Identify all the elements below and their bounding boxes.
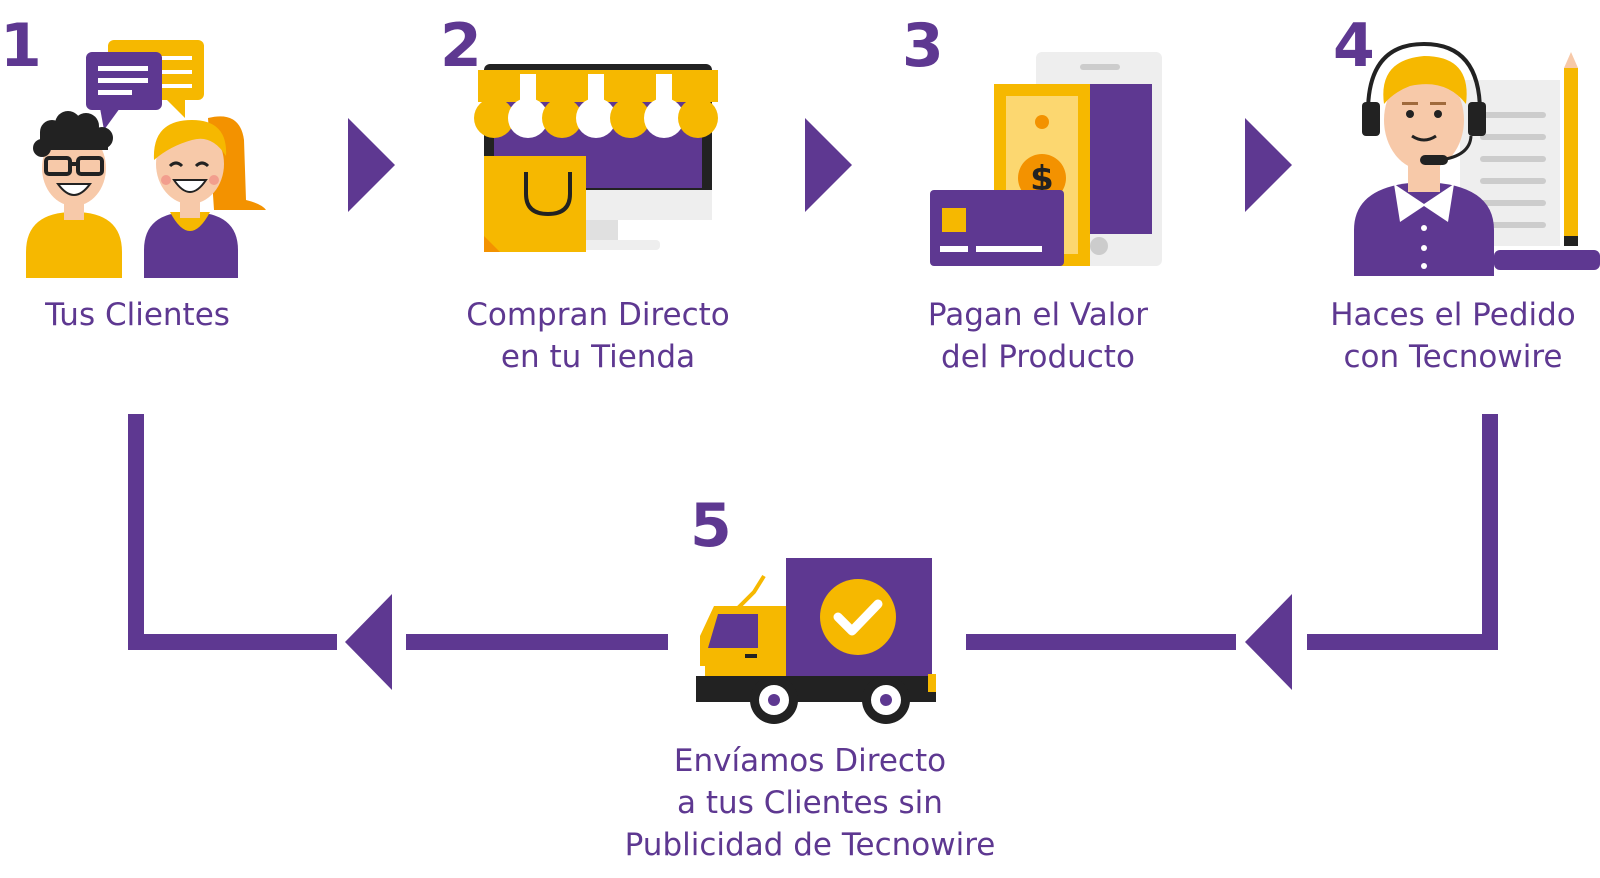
step-3-label-line: del Producto [941, 339, 1135, 375]
connector-line [406, 634, 668, 650]
arrow-left-icon [345, 594, 392, 690]
customers-chat-icon [26, 40, 266, 278]
step-5-label-line: a tus Clientes sin [677, 785, 943, 821]
step-2-label: Compran Directo en tu Tienda [440, 294, 756, 378]
online-store-icon [474, 64, 718, 252]
step-1-label-line: Tus Clientes [45, 297, 230, 333]
return-line-right [1307, 414, 1498, 650]
step-4-label: Haces el Pedido con Tecnowire [1306, 294, 1600, 378]
step-5-label-line: Publicidad de Tecnowire [624, 827, 996, 863]
return-line-left [128, 414, 337, 650]
step-4-number: 4 [1333, 11, 1375, 81]
connector-line [966, 634, 1236, 650]
delivery-truck-icon [696, 558, 936, 724]
step-4-label-line: con Tecnowire [1343, 339, 1563, 375]
step-3-label-line: Pagan el Valor [927, 297, 1149, 333]
step-5-label-line: Envíamos Directo [673, 743, 947, 779]
step-1-number: 1 [0, 11, 42, 81]
step-2-label-line: Compran Directo [466, 297, 730, 333]
step-2-label-line: en tu Tienda [500, 339, 696, 375]
payment-icon: $ [930, 52, 1162, 266]
call-center-agent-icon [1354, 41, 1600, 276]
arrow-right-icon [805, 118, 852, 212]
arrow-right-icon [1245, 118, 1292, 212]
step-3-label: Pagan el Valor del Producto [880, 294, 1196, 378]
step-4-label-line: Haces el Pedido [1330, 297, 1576, 333]
arrow-left-icon [1245, 594, 1292, 690]
step-2-number: 2 [440, 11, 482, 81]
step-3-number: 3 [902, 11, 944, 81]
step-5-label: Envíamos Directo a tus Clientes sin Publ… [570, 740, 1050, 866]
arrow-right-icon [348, 118, 395, 212]
step-5-number: 5 [690, 491, 732, 561]
svg-text:$: $ [1030, 159, 1054, 199]
step-1-label: Tus Clientes [0, 294, 275, 336]
flow-connectors [128, 118, 1498, 690]
